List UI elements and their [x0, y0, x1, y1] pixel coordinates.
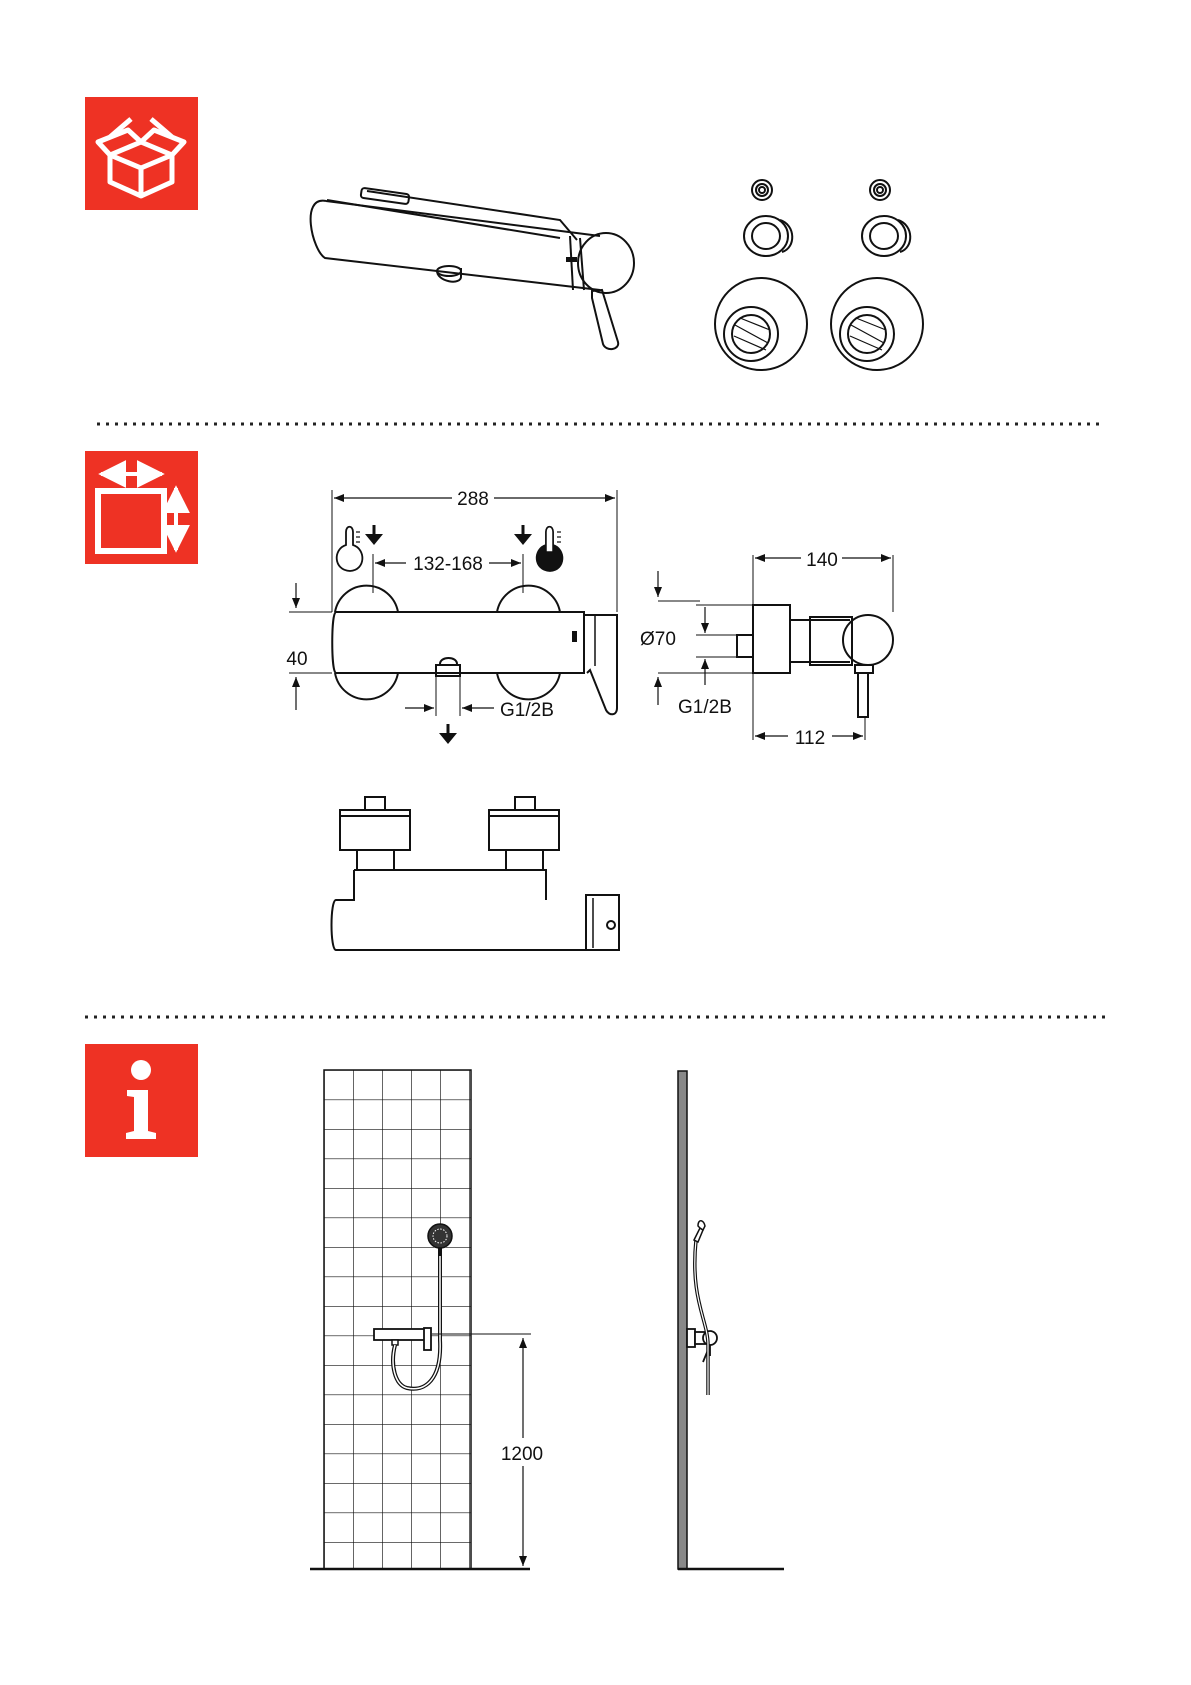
inlet-spacing-label: 132-168: [413, 554, 483, 575]
hot-water-indicator: [514, 525, 562, 571]
depth-label: 140: [806, 550, 838, 571]
dimension-overall-width: 288: [334, 489, 615, 510]
inlet-arrow-icon: [365, 534, 383, 545]
mounting-height-label: 1200: [501, 1444, 543, 1465]
info-section-badge: [85, 1044, 198, 1157]
inlet-arrow-icon: [514, 534, 532, 545]
mixer-mounted-side: [687, 1329, 717, 1362]
badge-background: [85, 451, 198, 564]
overall-width-label: 288: [457, 489, 489, 510]
dimension-outlet-thread-side: G1/2B: [678, 607, 732, 718]
box-section-badge: [85, 97, 198, 210]
dimensions-section-badge: [85, 451, 198, 564]
outlet-thread-front-label: G1/2B: [500, 700, 554, 721]
height-label: 40: [286, 649, 307, 670]
wall-to-outlet-label: 112: [795, 728, 825, 749]
dimension-depth: 140: [755, 550, 891, 571]
thermometer-cold-icon: [337, 527, 363, 571]
shower-wall-front-elevation: [310, 1070, 530, 1569]
outlet-arrow-icon: [439, 724, 457, 744]
rosette-diameter-label: Ø70: [640, 629, 676, 650]
dimension-inlet-spacing: 132-168: [375, 554, 521, 575]
dimension-wall-to-outlet: 112: [755, 728, 863, 749]
dimension-rosette-diameter: Ø70: [640, 571, 676, 705]
dimension-height: 40: [286, 583, 307, 710]
shower-hose: [695, 1240, 708, 1395]
mixer-perspective-view: [311, 188, 634, 349]
shower-wall-side-elevation: [678, 1071, 784, 1569]
outlet-thread-side-label: G1/2B: [678, 697, 732, 718]
mixer-top-view: [332, 797, 620, 950]
mounting-parts-set-right: [831, 180, 923, 370]
dimension-outlet-thread-front: G1/2B: [405, 700, 554, 721]
mixer-front-view: [289, 490, 617, 716]
cold-water-indicator: [337, 525, 383, 571]
mounting-parts-set-left: [715, 180, 807, 370]
